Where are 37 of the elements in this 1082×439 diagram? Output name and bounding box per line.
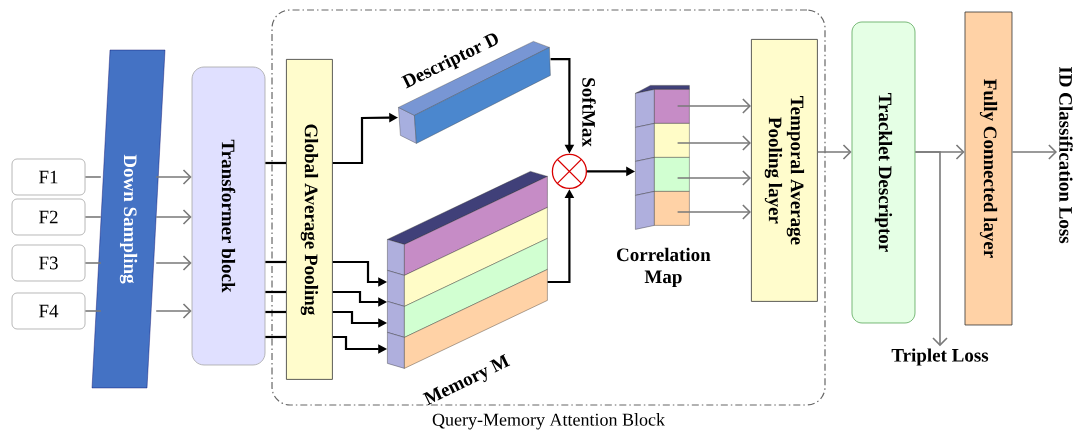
input-box: F4 xyxy=(11,292,86,330)
arrow xyxy=(155,169,192,185)
arrow xyxy=(155,255,192,271)
arrow xyxy=(676,204,751,220)
correlation-map-drawing: Correlation Map xyxy=(617,85,711,287)
transformer-box: Transformer block xyxy=(191,66,266,366)
connector-line xyxy=(265,161,286,165)
connector-line xyxy=(265,335,286,339)
edge-label: SoftMax xyxy=(581,76,597,148)
connector-line xyxy=(265,310,286,314)
pooling-box: Temporal Average Pooling layer xyxy=(751,39,818,302)
arrow xyxy=(1011,144,1057,160)
input-box: F2 xyxy=(11,198,86,236)
node-label: Query-Memory Attention Block xyxy=(432,413,665,430)
connector-line xyxy=(265,290,286,294)
connector-line xyxy=(84,262,102,264)
pooling-box: Global Average Pooling xyxy=(286,59,333,380)
arrow xyxy=(155,209,192,225)
loss-label: ID Classification Loss xyxy=(1059,66,1073,244)
arrow xyxy=(676,170,751,186)
down-sampling-bar: Down Sampling xyxy=(91,49,166,389)
arrow xyxy=(817,144,852,160)
multiply-symbol xyxy=(551,153,588,190)
input-box: F3 xyxy=(11,244,86,282)
connector-line xyxy=(84,310,102,312)
arrow xyxy=(676,98,751,114)
arrow xyxy=(676,135,751,151)
descriptor-box: Tracklet Descriptor xyxy=(851,21,916,324)
connector-line xyxy=(84,176,102,178)
layer-box: Fully Connected layer xyxy=(964,11,1013,326)
node-label: Correlation Map xyxy=(617,247,711,288)
connector-line xyxy=(84,216,102,218)
loss-label: Triplet Loss xyxy=(891,348,989,366)
input-box: F1 xyxy=(11,158,86,196)
arrow xyxy=(155,303,192,319)
connector-line xyxy=(265,260,286,264)
arrow xyxy=(914,151,948,347)
